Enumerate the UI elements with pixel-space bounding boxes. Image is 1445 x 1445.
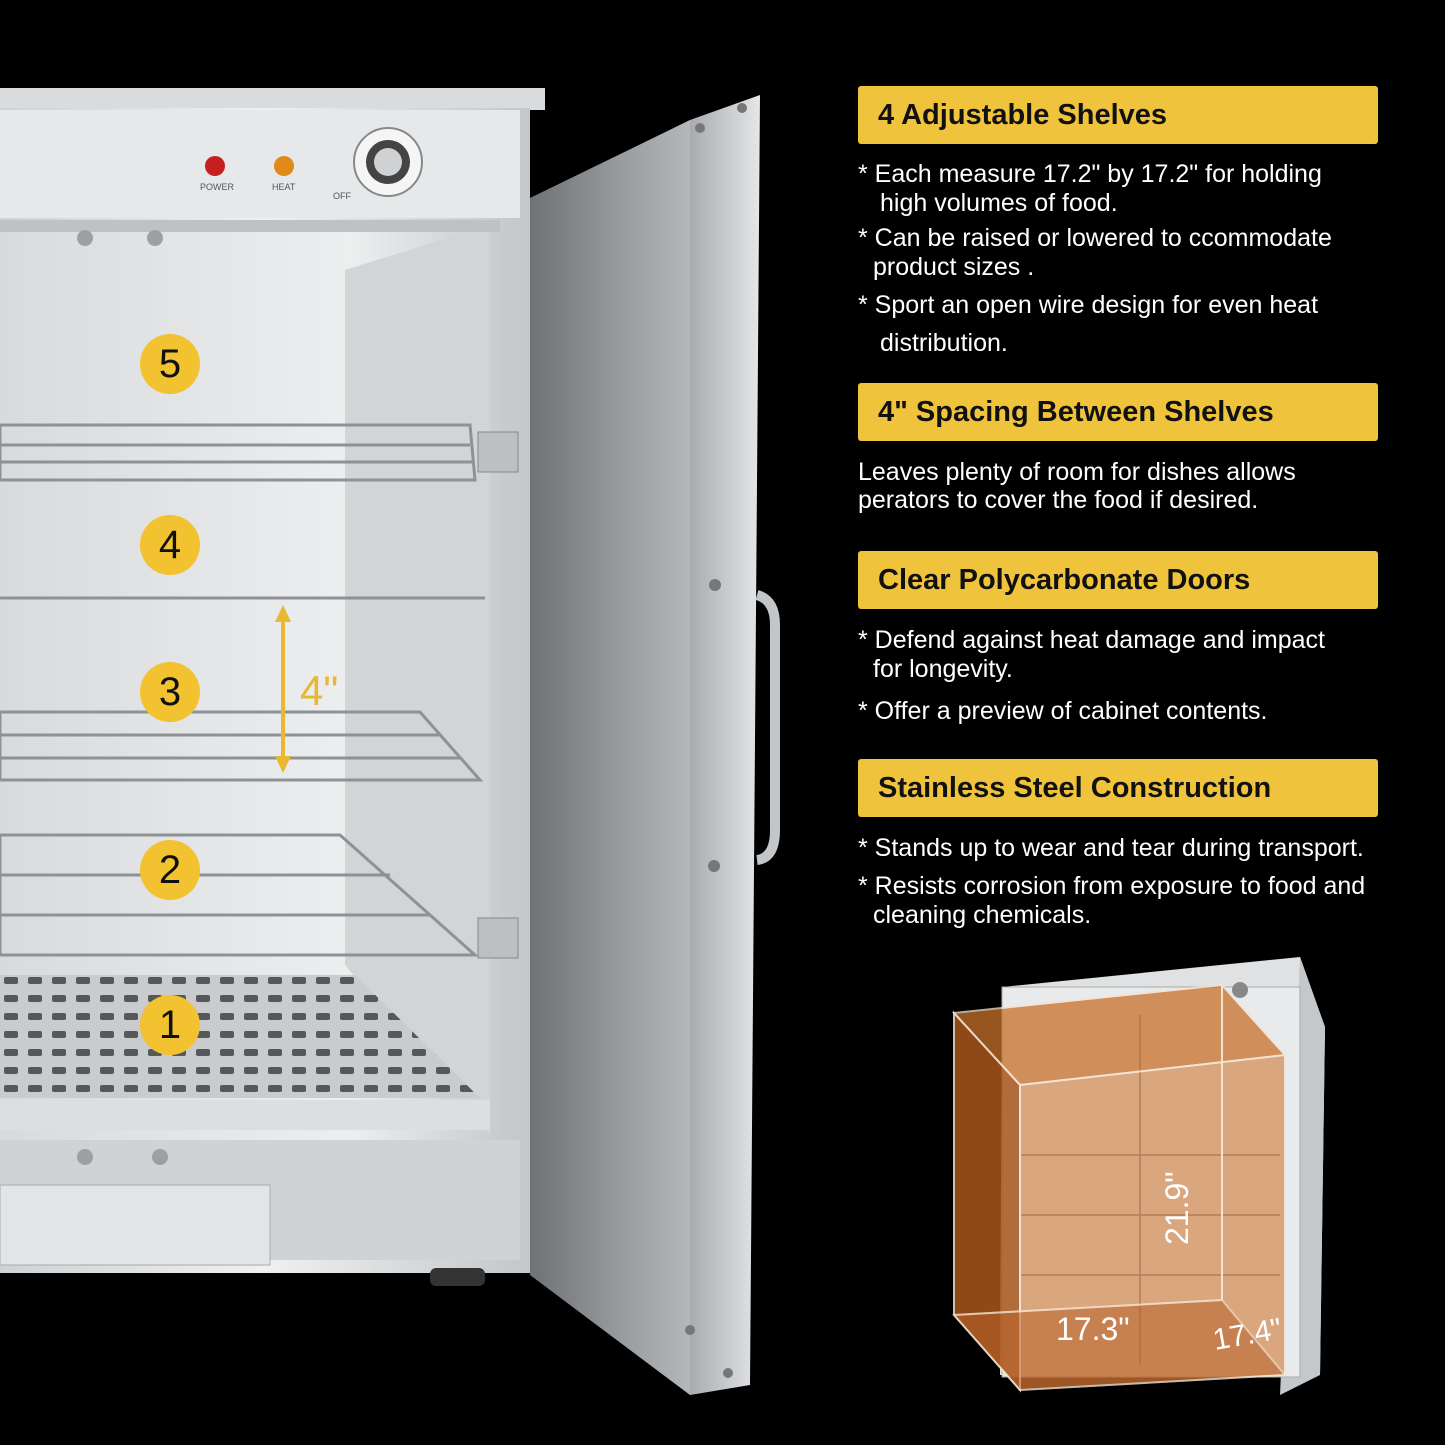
dimension-diagram: 21.9" 17.3" 17.4" [951,957,1325,1395]
off-label: OFF [333,191,351,201]
heat-label: HEAT [272,182,296,192]
shelves-line-6: distribution. [880,329,1008,357]
power-label: POWER [200,182,235,192]
heat-light-icon [274,156,294,176]
spacing-arrow-icon [275,605,291,773]
section-title-doors: Clear Polycarbonate Doors [858,551,1378,609]
doors-line-1: * Defend against heat damage and impact [858,626,1325,654]
shelf-number-1: 1 [140,995,200,1055]
height-dimension-label: 21.9" [1159,1171,1195,1245]
doors-line-3: * Offer a preview of cabinet contents. [858,697,1268,725]
shelves-line-3: * Can be raised or lowered to ccommodate [858,224,1332,252]
section-title-shelves: 4 Adjustable Shelves [858,86,1378,144]
cabinet-photo: POWER HEAT OFF [0,88,780,1395]
shelves-line-5: * Sport an open wire design for even hea… [858,291,1319,319]
door-handle-icon [755,590,780,865]
construction-line-2: * Resists corrosion from exposure to foo… [858,872,1366,900]
shelf-number-4: 4 [140,515,200,575]
width-dimension-label: 17.3" [1056,1311,1130,1347]
section-title-construction: Stainless Steel Construction [858,759,1378,817]
doors-line-2: for longevity. [873,655,1013,683]
spacing-line-2: perators to cover the food if desired. [858,486,1259,514]
shelves-line-2: high volumes of food. [880,189,1118,217]
power-light-icon [205,156,225,176]
construction-line-1: * Stands up to wear and tear during tran… [858,834,1364,862]
shelf-number-5: 5 [140,334,200,394]
spacing-line-1: Leaves plenty of room for dishes allows [858,458,1296,486]
section-title-spacing: 4" Spacing Between Shelves [858,383,1378,441]
shelves-line-4: product sizes . [873,253,1035,281]
spacing-label: 4" [300,667,338,714]
shelf-number-2: 2 [140,840,200,900]
shelves-line-1: * Each measure 17.2" by 17.2" for holdin… [858,160,1322,188]
construction-line-3: cleaning chemicals. [873,901,1092,929]
shelf-number-3: 3 [140,662,200,722]
